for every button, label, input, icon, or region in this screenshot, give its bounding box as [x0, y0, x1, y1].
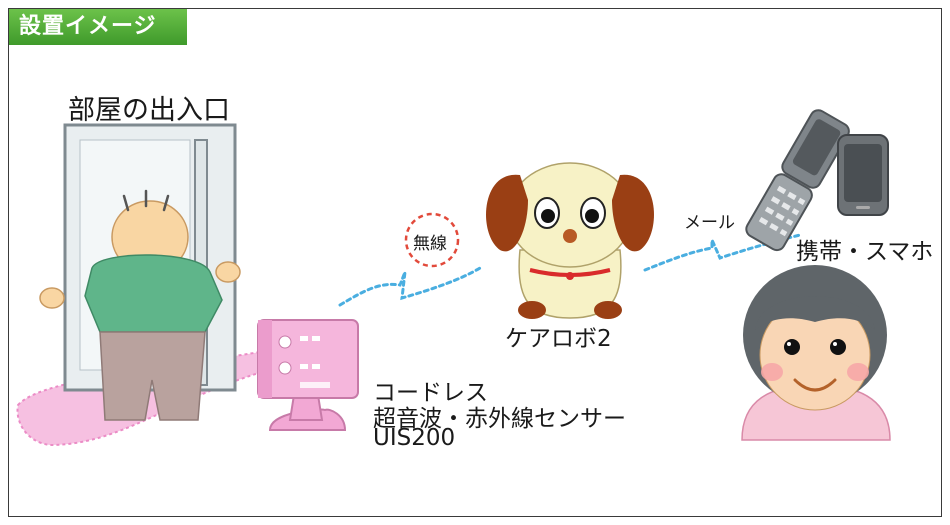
care-robot-dog-icon [486, 162, 654, 319]
wireless-badge [404, 212, 460, 268]
wireless-label: 無線 [413, 234, 447, 254]
mail-label: メール [684, 213, 735, 233]
room-entrance-label: 部屋の出入口 [68, 95, 230, 126]
flip-phone-icon [745, 109, 850, 252]
sensor-label-line3: UIS200 [373, 425, 456, 451]
phones-label: 携帯・スマホ [796, 239, 934, 265]
ultrasonic-infrared-sensor-icon [257, 319, 359, 431]
wireless-wave [338, 266, 482, 307]
robot-label: ケアロボ2 [505, 326, 612, 352]
smartphone-icon [837, 134, 889, 216]
elderly-woman-icon [741, 265, 891, 441]
person-walking-icon [39, 189, 241, 421]
sensor-label-line1: コードレス [373, 380, 488, 406]
sensor-label-line2: 超音波・赤外線センサー [373, 406, 626, 432]
setup-image-badge: 設置イメージ [9, 9, 187, 45]
